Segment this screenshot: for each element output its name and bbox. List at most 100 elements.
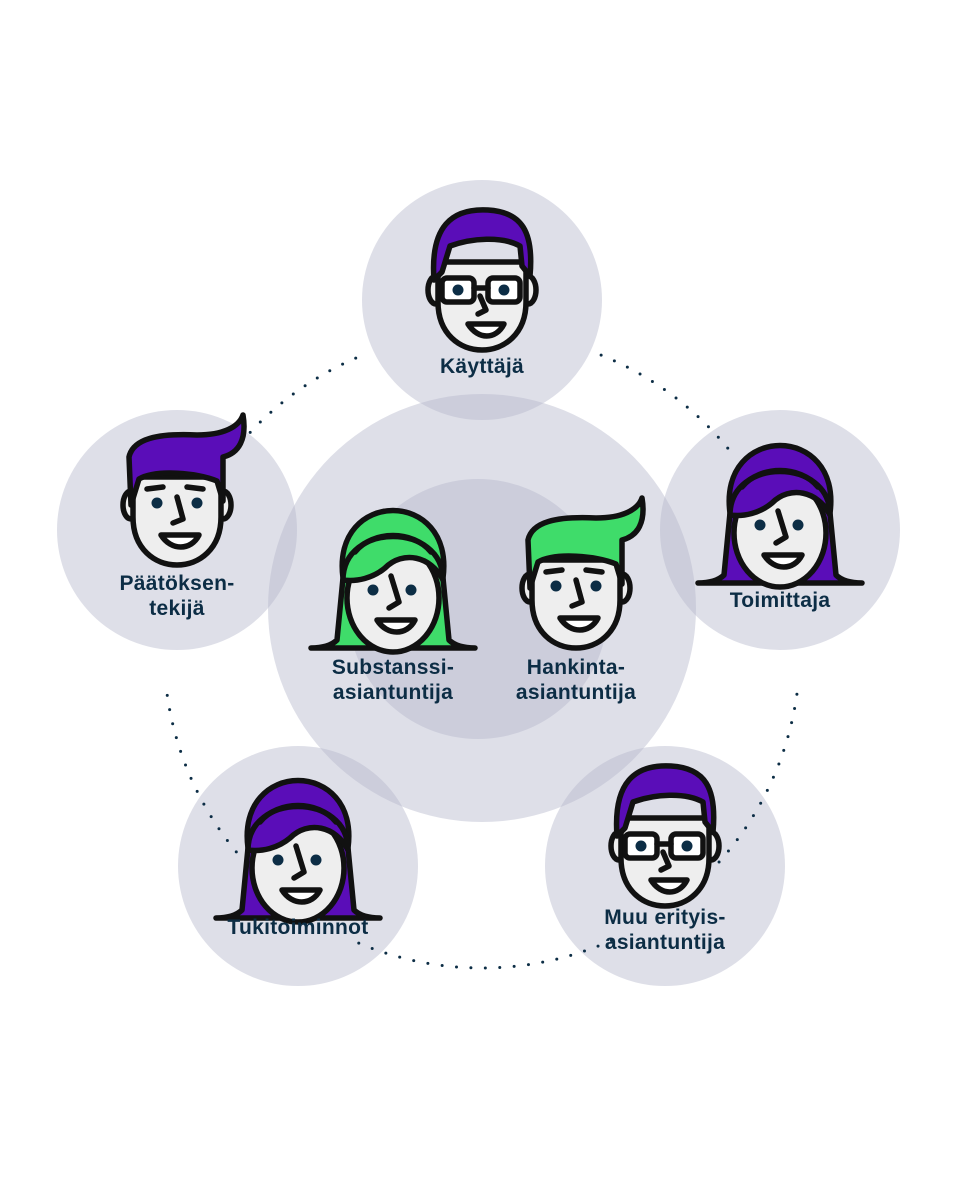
connector-dot <box>357 941 361 945</box>
connector-dot <box>555 957 559 961</box>
connector-dot <box>674 396 678 400</box>
connector-dot <box>209 815 213 819</box>
connector-dot <box>195 789 199 793</box>
mouth-icon <box>279 887 323 905</box>
eye-icon <box>151 497 163 509</box>
connector-dot <box>512 964 516 968</box>
connector-dot <box>662 388 666 392</box>
eyebrow-icon <box>583 567 605 575</box>
connector-dot <box>786 735 790 739</box>
connector-dot <box>744 826 748 830</box>
nose-icon <box>475 293 489 317</box>
connector-dot <box>498 966 502 970</box>
eye-icon <box>792 519 804 531</box>
center-circle <box>268 394 696 822</box>
nose-icon <box>386 573 402 611</box>
connector-dot <box>795 692 799 696</box>
avatar-tukitoiminnot <box>213 777 383 925</box>
eye-icon <box>635 840 647 852</box>
eye-icon <box>754 519 766 531</box>
eye-icon <box>191 497 203 509</box>
connector-dot <box>165 693 169 697</box>
connector-dot <box>328 369 332 373</box>
role-label-substanssi: Substanssi-asiantuntija <box>332 656 454 704</box>
role-label-line: Muu erityis- <box>604 906 725 929</box>
connector-dot <box>582 949 586 953</box>
mouth-icon <box>557 615 601 633</box>
mouth-icon <box>374 617 418 635</box>
hair-icon <box>613 763 717 839</box>
role-label-paatoksentekija: Päätöksen-tekijä <box>119 572 234 620</box>
eye-icon <box>310 854 322 866</box>
role-label-tukitoiminnot: Tukitoiminnot <box>227 916 368 939</box>
eyebrow-icon <box>543 567 565 575</box>
eye-icon <box>550 580 562 592</box>
avatar-toimittaja <box>695 442 865 590</box>
connector-dot <box>599 353 603 357</box>
role-label-toimittaja: Toimittaja <box>730 589 831 612</box>
eye-icon <box>498 284 510 296</box>
connector-dot <box>440 963 444 967</box>
role-label-line: Tukitoiminnot <box>227 916 368 939</box>
nose-icon <box>658 849 672 873</box>
eye-icon <box>681 840 693 852</box>
connector-dot <box>569 953 573 957</box>
connector-dot <box>248 430 252 434</box>
connector-dot <box>370 946 374 950</box>
connector-dot <box>706 425 710 429</box>
role-label-muu: Muu erityis-asiantuntija <box>604 906 725 954</box>
connector-dot <box>174 736 178 740</box>
eye-icon <box>367 584 379 596</box>
connector-dot <box>189 776 193 780</box>
avatar-substanssi <box>308 507 478 655</box>
connector-dot <box>217 827 221 831</box>
eye-icon <box>405 584 417 596</box>
avatar-paatoksentekija <box>120 412 247 568</box>
connector-dot <box>650 380 654 384</box>
nose-icon <box>773 508 789 546</box>
mouth-icon <box>648 877 690 895</box>
eyebrow-icon <box>184 484 206 492</box>
connector-dot <box>184 763 188 767</box>
hair-icon <box>525 495 646 591</box>
connector-dot <box>696 415 700 419</box>
connector-dot <box>171 722 175 726</box>
mouth-icon <box>761 552 805 570</box>
connector-dot <box>280 401 284 405</box>
connector-dot <box>759 801 763 805</box>
role-label-line: asiantuntija <box>333 681 453 704</box>
role-label-line: Substanssi- <box>332 656 454 679</box>
connector-dot <box>354 356 358 360</box>
eyebrow-icon <box>144 484 166 492</box>
connector-dot <box>765 788 769 792</box>
connector-dot <box>735 838 739 842</box>
mouth-icon <box>465 321 507 339</box>
connector-dot <box>726 446 730 450</box>
hair-icon <box>126 412 247 508</box>
role-label-kayttaja: Käyttäjä <box>440 355 524 378</box>
connector-dot <box>469 966 473 970</box>
connector-dot <box>454 965 458 969</box>
connector-dot <box>269 410 273 414</box>
nose-icon <box>291 843 307 881</box>
connector-dot <box>751 814 755 818</box>
role-label-line: Käyttäjä <box>440 355 524 378</box>
connector-dot <box>726 849 730 853</box>
connector-dot <box>782 748 786 752</box>
nose-icon <box>569 577 585 609</box>
headband-icon <box>257 802 339 825</box>
headband-icon <box>739 467 821 490</box>
connector-dot <box>303 384 307 388</box>
eye-icon <box>452 284 464 296</box>
connector-dot <box>625 365 629 369</box>
role-label-line: tekijä <box>149 597 205 620</box>
role-label-line: asiantuntija <box>605 931 725 954</box>
connector-dot <box>225 838 229 842</box>
connector-dot <box>685 405 689 409</box>
connector-dot <box>716 435 720 439</box>
role-label-line: Päätöksen- <box>119 572 234 595</box>
connector-dot <box>793 706 797 710</box>
connector-dot <box>202 802 206 806</box>
